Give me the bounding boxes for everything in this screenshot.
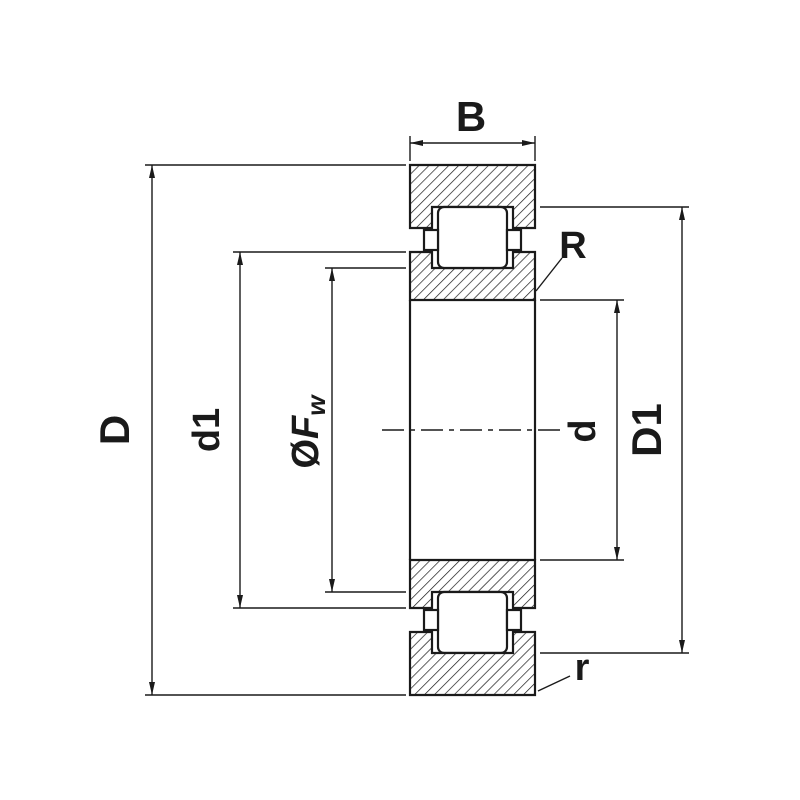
dimension-d1: d1 <box>186 251 406 609</box>
cage-bar-top-right <box>505 228 523 252</box>
label-r: r <box>575 647 590 689</box>
roller-top <box>436 205 509 270</box>
cage-bar-bottom-left <box>422 608 440 632</box>
cage-bar-bottom-right <box>505 608 523 632</box>
bearing-cross-section <box>382 163 562 697</box>
callout-r: r <box>537 647 590 692</box>
dimension-D: D <box>91 164 406 696</box>
roller-bottom <box>436 590 509 655</box>
dim-label-Fw: ØFw <box>285 394 331 469</box>
dimension-Fw: ØFw <box>285 267 406 593</box>
inner-ring-bottom-section <box>408 558 537 610</box>
dimension-D1: D1 <box>540 206 689 654</box>
dimension-B: B <box>409 93 536 161</box>
cage-bar-top-left <box>422 228 440 252</box>
label-R: R <box>559 225 586 267</box>
dim-label-d1: d1 <box>186 408 228 452</box>
dim-label-D1: D1 <box>623 403 670 457</box>
inner-ring-top-section <box>408 250 537 302</box>
dim-label-D: D <box>91 415 138 445</box>
outer-ring-top-section <box>408 163 537 230</box>
outer-ring-bottom-section <box>408 630 537 697</box>
dimension-d: d <box>540 299 624 561</box>
dim-label-d: d <box>562 419 604 442</box>
callout-R: R <box>535 225 587 292</box>
dim-label-B: B <box>456 93 486 140</box>
